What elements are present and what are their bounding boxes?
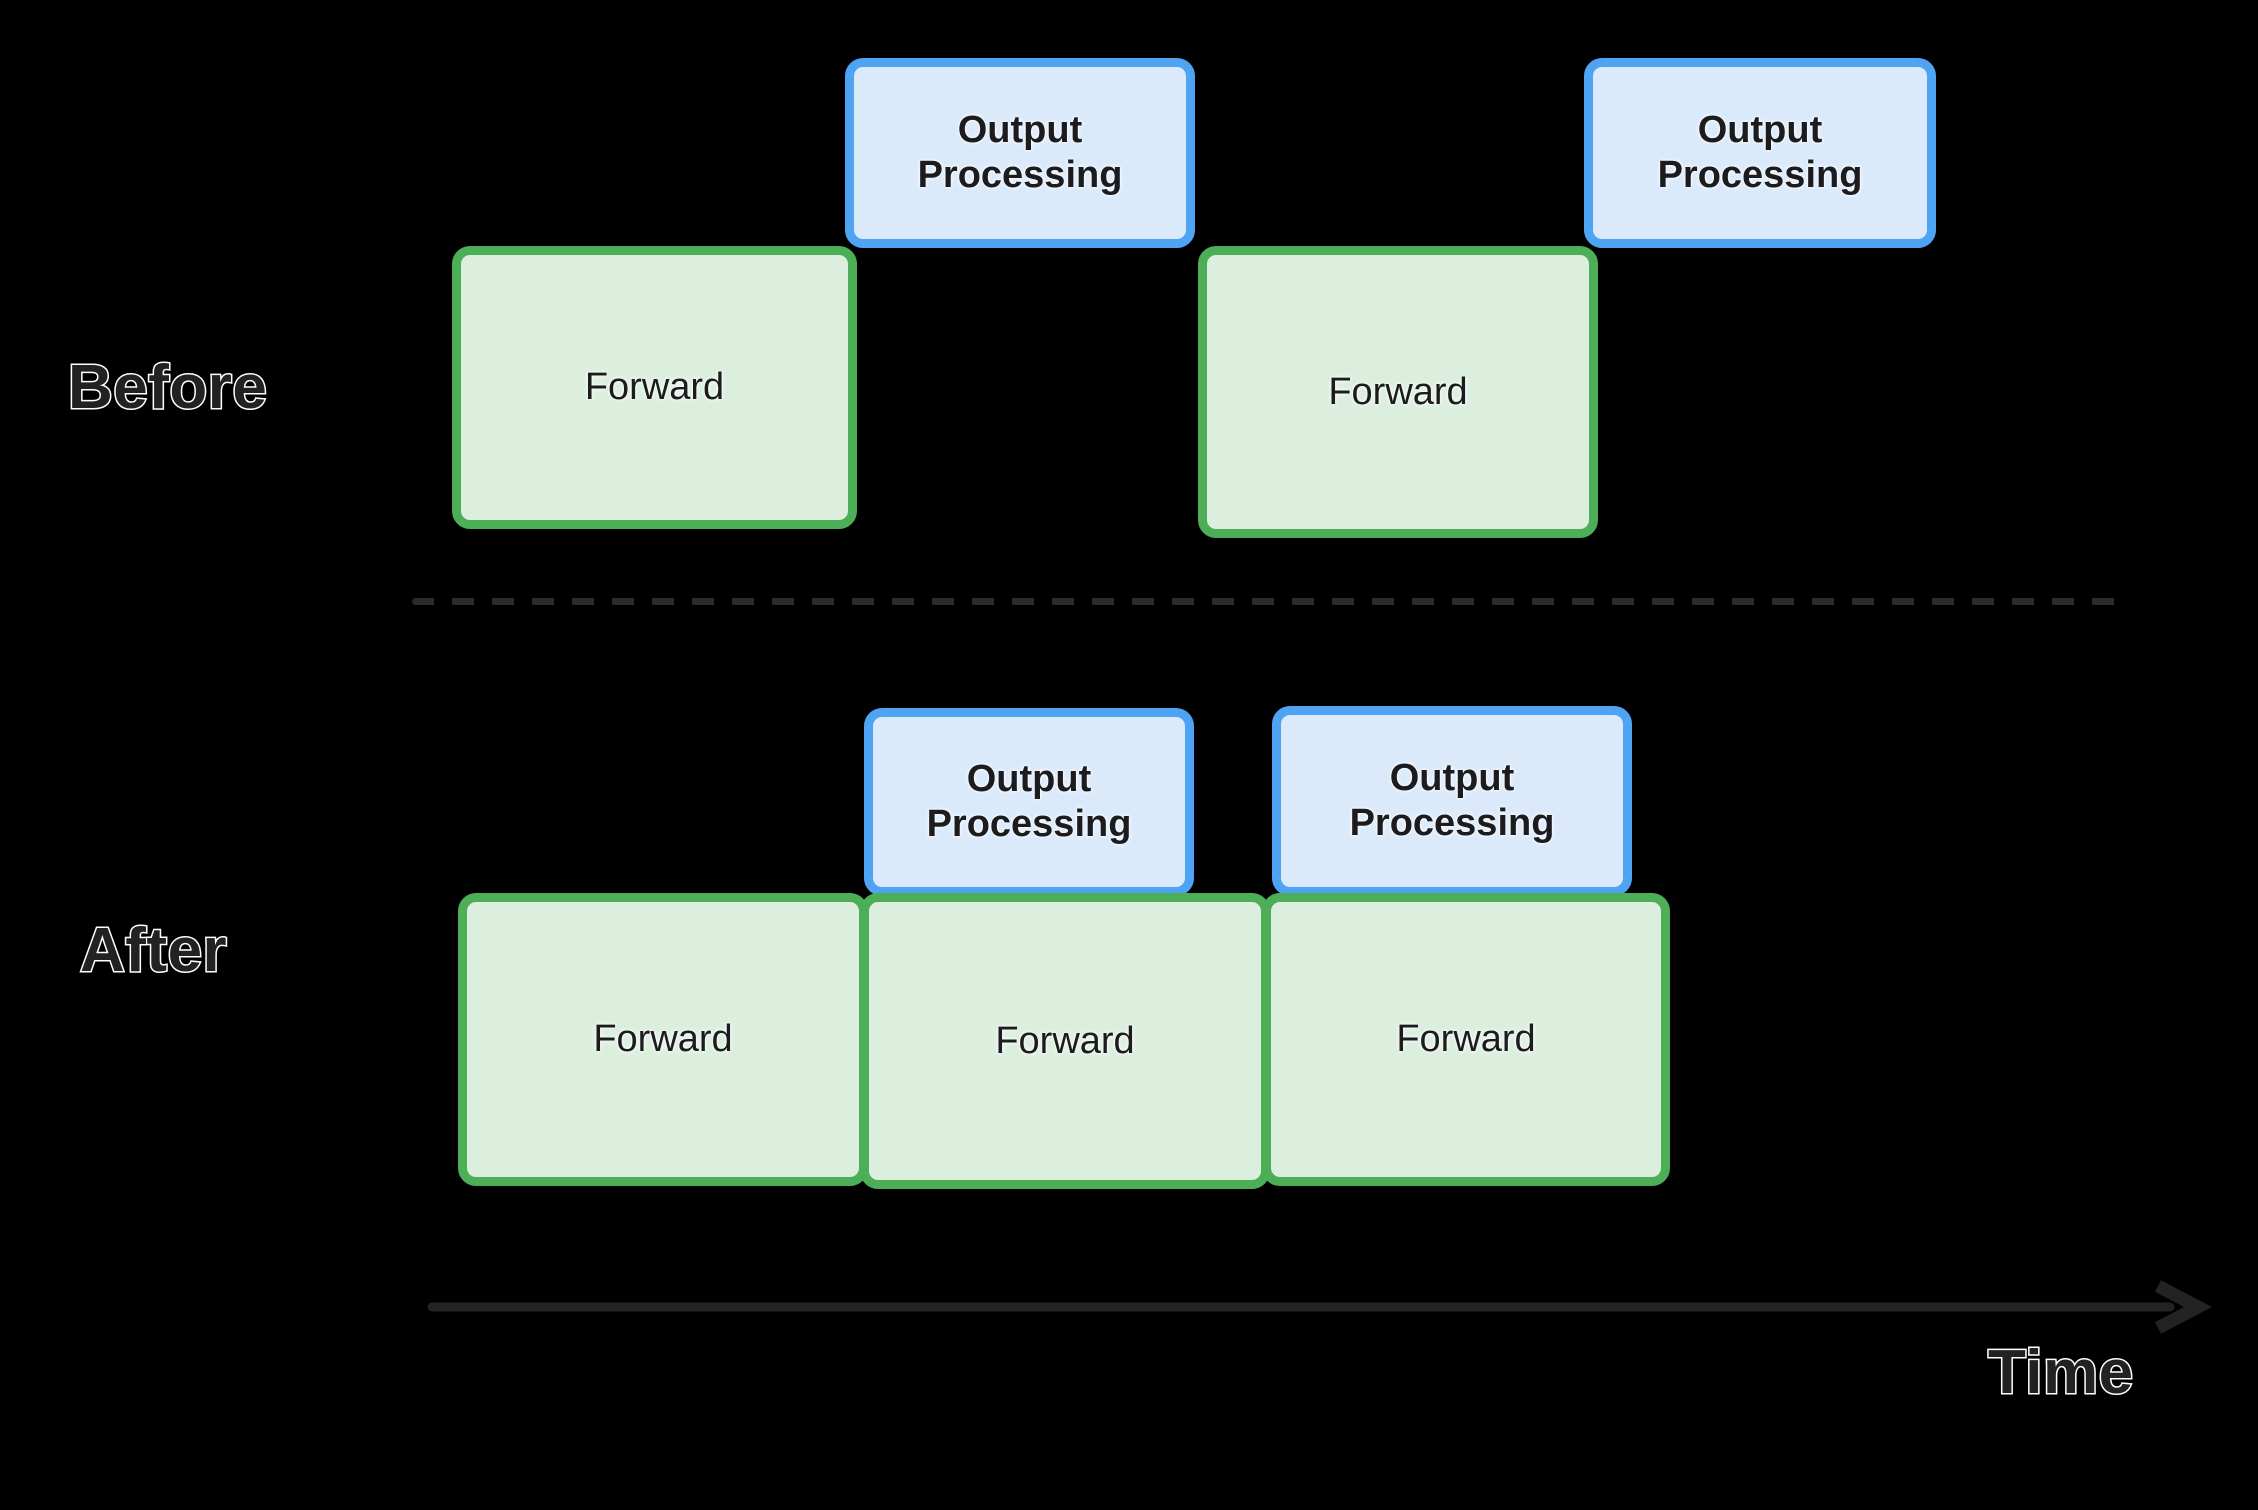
after-forward-2: Forward [860, 893, 1270, 1189]
output-label-line1: Output [1389, 757, 1515, 800]
time-axis-label: Time [1987, 1337, 2135, 1409]
output-label-line2: Processing [926, 803, 1132, 845]
block-label: Forward [593, 1018, 733, 1061]
row-label-before: Before [66, 352, 268, 424]
output-label-line2: Processing [1349, 802, 1555, 844]
block-label: Output Processing [918, 108, 1123, 198]
row-label-after-text: After [78, 915, 228, 987]
time-axis-arrow [427, 1280, 2212, 1334]
output-label-line2: Processing [1657, 154, 1863, 196]
output-label-line1: Output [966, 758, 1092, 801]
after-output-processing-2: Output Processing [1272, 706, 1632, 896]
block-label: Output Processing [1658, 108, 1863, 198]
after-output-processing-1: Output Processing [864, 708, 1194, 896]
before-output-processing-1: Output Processing [845, 58, 1195, 248]
section-divider [412, 598, 2124, 605]
block-label: Forward [1328, 370, 1468, 413]
block-label: Forward [1396, 1018, 1536, 1061]
block-label: Forward [995, 1019, 1135, 1062]
block-label: Output Processing [1350, 756, 1555, 846]
time-axis-label-text: Time [1987, 1337, 2135, 1409]
after-forward-1: Forward [458, 893, 868, 1186]
before-forward-2: Forward [1198, 246, 1598, 538]
before-output-processing-2: Output Processing [1584, 58, 1936, 248]
before-forward-1: Forward [452, 246, 857, 529]
block-label: Output Processing [927, 757, 1132, 847]
output-label-line2: Processing [917, 154, 1123, 196]
row-label-before-text: Before [66, 352, 268, 424]
row-label-after: After [78, 915, 228, 987]
after-forward-3: Forward [1262, 893, 1670, 1186]
output-label-line1: Output [1697, 109, 1823, 152]
block-label: Forward [584, 366, 725, 409]
output-label-line1: Output [957, 109, 1083, 152]
